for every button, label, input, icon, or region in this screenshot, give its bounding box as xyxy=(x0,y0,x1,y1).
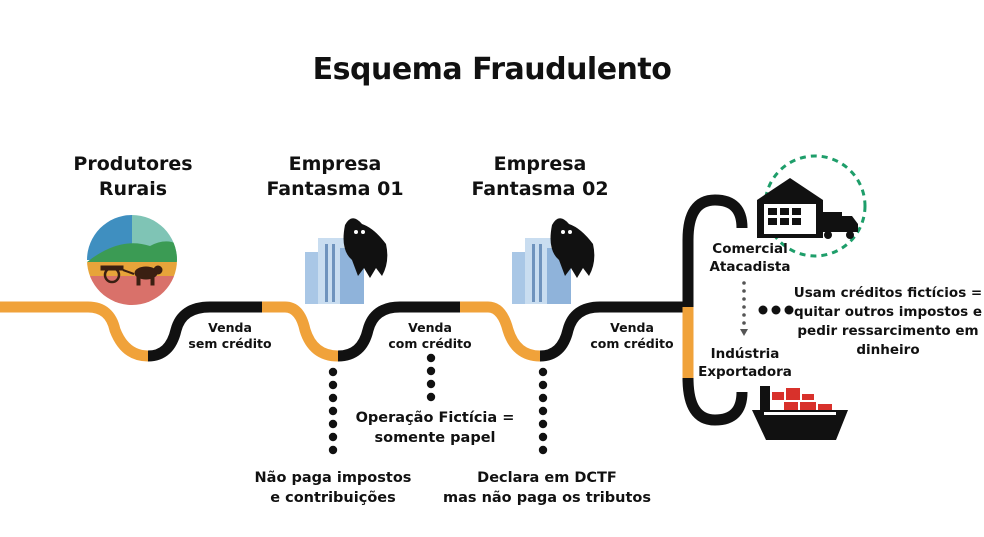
edge-label-line: com crédito xyxy=(590,336,674,351)
node-label-line: Empresa xyxy=(493,153,587,175)
road-segment-black xyxy=(147,301,262,362)
edge-label-line: sem crédito xyxy=(188,336,272,351)
road-segment-black xyxy=(337,301,460,362)
node-label-line: Comercial xyxy=(712,241,788,257)
dots-operacao xyxy=(426,353,436,402)
note-line: Não paga impostos xyxy=(254,470,412,486)
note-line: Operação Fictícia = xyxy=(355,410,515,426)
node-label-line: Exportadora xyxy=(698,364,792,380)
node-label-line: Fantasma 02 xyxy=(471,178,609,200)
edge-label-line: Venda xyxy=(208,320,252,335)
dot-connectors xyxy=(328,281,794,455)
note-line: dinheiro xyxy=(856,342,920,358)
road-segment-black xyxy=(682,377,748,426)
note-line: pedir ressarcimento em xyxy=(797,323,979,339)
note-line: quitar outros impostos e xyxy=(793,304,983,320)
road-segment-orange xyxy=(262,301,339,362)
warehouse-truck-icon xyxy=(757,154,867,258)
node-empresa-fantasma-01: Empresa Fantasma 01 xyxy=(235,152,435,202)
node-label-line: Empresa xyxy=(288,153,382,175)
edge-label-line: Venda xyxy=(408,320,452,335)
road-segment-black xyxy=(539,301,688,362)
building-ghost-01-icon xyxy=(305,218,388,304)
note-operacao-ficticia: Operação Fictícia = somente papel xyxy=(345,408,525,448)
edge-venda-com-credito-2: Venda com crédito xyxy=(582,320,682,352)
edge-label-line: com crédito xyxy=(388,336,472,351)
farm-icon xyxy=(87,215,177,305)
node-empresa-fantasma-02: Empresa Fantasma 02 xyxy=(440,152,640,202)
note-line: somente papel xyxy=(374,430,496,446)
note-nao-paga-impostos: Não paga impostos e contribuições xyxy=(243,468,423,508)
node-produtores-rurais: Produtores Rurais xyxy=(33,152,233,202)
note-line: Usam créditos fictícios = xyxy=(793,285,983,301)
edge-venda-com-credito-1: Venda com crédito xyxy=(380,320,480,352)
node-label-line: Rurais xyxy=(98,178,168,200)
dots-fantasma02 xyxy=(538,367,548,455)
diagram-title: Esquema Fraudulento xyxy=(312,52,672,87)
node-label-line: Produtores xyxy=(73,153,193,175)
node-label-line: Indústria xyxy=(710,346,780,362)
flow-road xyxy=(0,194,748,426)
note-creditos-ficticios: Usam créditos fictícios = quitar outros … xyxy=(793,284,983,360)
road-segment-orange xyxy=(460,301,541,362)
road-segment-black xyxy=(682,194,748,307)
note-line: mas não paga os tributos xyxy=(443,490,651,506)
note-line: Declara em DCTF xyxy=(477,470,617,486)
note-declara-dctf: Declara em DCTF mas não paga os tributos xyxy=(432,468,662,508)
building-ghost-02-icon xyxy=(512,218,595,304)
edge-label-line: Venda xyxy=(610,320,654,335)
dots-creditos xyxy=(758,305,794,315)
node-label-line: Atacadista xyxy=(709,259,791,275)
note-line: e contribuições xyxy=(270,490,396,506)
node-label-line: Fantasma 01 xyxy=(266,178,404,200)
node-comercial-atacadista: Comercial Atacadista xyxy=(700,240,800,276)
edge-venda-sem-credito: Venda sem crédito xyxy=(180,320,280,352)
road-segment-orange xyxy=(0,301,149,362)
dots-comercial-industria xyxy=(740,281,748,336)
cargo-ship-icon xyxy=(752,386,848,440)
node-industria-exportadora: Indústria Exportadora xyxy=(695,345,795,381)
dots-fantasma01 xyxy=(328,367,338,455)
